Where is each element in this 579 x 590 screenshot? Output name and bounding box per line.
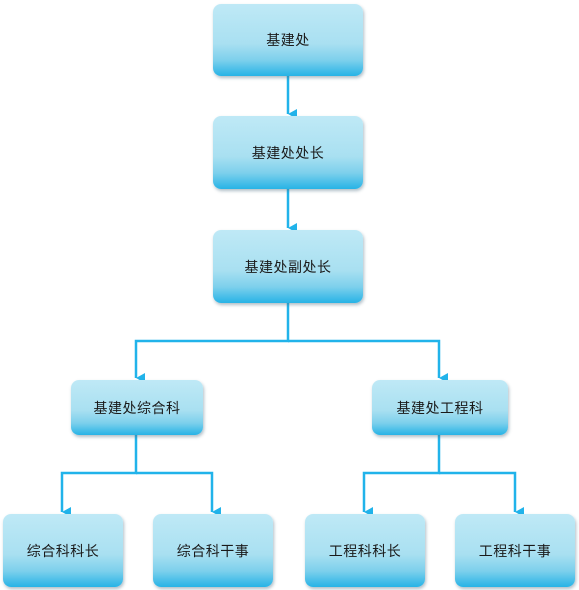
node-deputy-director: 基建处副处长 [213,230,363,303]
node-engineering-section-chief: 工程科科长 [305,514,425,587]
connector-deputy-general-section [134,303,290,383]
node-general-section: 基建处综合科 [71,380,203,435]
node-label: 工程科科长 [328,543,402,560]
node-general-section-chief: 综合科科长 [3,514,123,587]
node-label: 基建处工程科 [396,400,484,417]
node-label: 工程科干事 [478,543,552,560]
node-infrastructure-office: 基建处 [213,4,363,76]
connector-engineering-section-officer [439,471,524,517]
node-label: 综合科科长 [26,543,100,560]
node-label: 基建处副处长 [244,259,332,276]
node-label: 基建处 [266,33,310,49]
node-engineering-section-officer: 工程科干事 [455,514,575,587]
connector-deputy-engineering-section [288,339,448,383]
node-label: 基建处处长 [251,145,325,162]
node-general-section-officer: 综合科干事 [153,514,273,587]
connector-general-section-chief [60,435,138,517]
node-label: 综合科干事 [176,543,250,560]
node-label: 基建处综合科 [93,400,181,417]
node-office-director: 基建处处长 [213,116,363,189]
node-engineering-section: 基建处工程科 [372,380,508,435]
connector-engineering-section-chief [362,435,441,517]
connector-general-section-officer [136,471,221,517]
